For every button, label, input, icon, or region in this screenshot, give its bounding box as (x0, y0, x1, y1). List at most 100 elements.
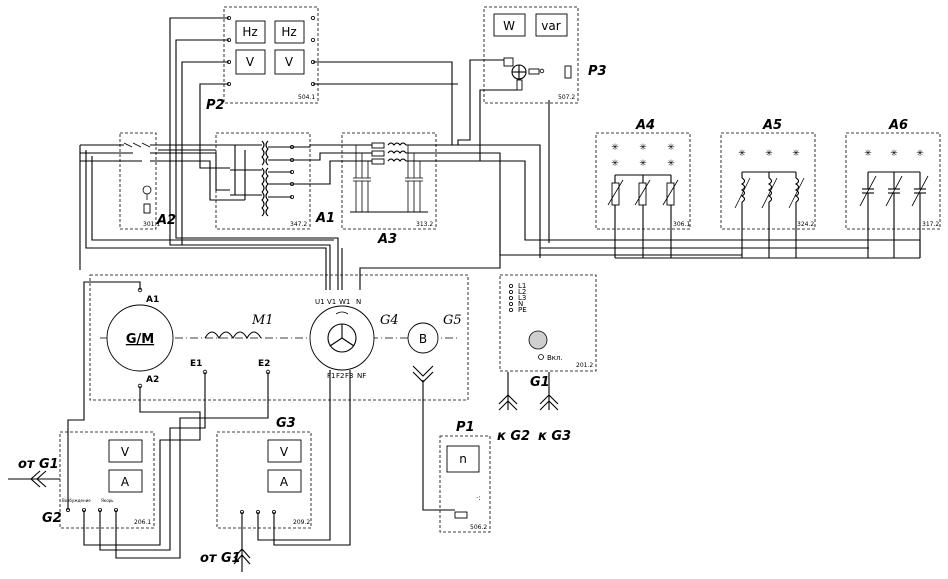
a2-module-frame (119, 132, 157, 230)
g1-power-button[interactable] (538, 354, 544, 360)
p2-meter-v-1-label: V (246, 55, 255, 69)
p3-module-frame (483, 6, 579, 104)
p1-code: 506.2 (470, 524, 487, 531)
g1-label: G1 (530, 375, 550, 390)
p2-code: 504.1 (298, 94, 315, 101)
svg-text:F2: F2 (336, 372, 344, 380)
p1-dots: ·: (476, 494, 481, 502)
g3-module-frame (216, 431, 312, 529)
svg-text:NF: NF (357, 372, 366, 380)
machine-set-frame (89, 274, 469, 401)
g4-label: G4 (380, 313, 399, 328)
p3-label: P3 (588, 64, 607, 79)
gm-terminal-e2: E2 (258, 359, 270, 369)
a1-label: A1 (315, 211, 335, 226)
a3-label: A3 (377, 232, 397, 247)
g3-meter-v-label: V (280, 445, 289, 459)
svg-text:L2: L2 (518, 288, 526, 296)
a6-code: 317.2 (922, 221, 939, 228)
a3-module-frame (341, 132, 437, 230)
p2-module-frame (223, 6, 319, 104)
g2-terms-left-label: Возбуждение (62, 498, 91, 503)
g3-meter-v (267, 439, 302, 463)
svg-text:PE: PE (518, 306, 527, 314)
p2-meter-hz-2-label: Hz (281, 25, 296, 39)
g3-input-connector (233, 512, 251, 572)
gm-machine-circle (106, 304, 174, 372)
a4-resistor-load-symbol: ✳ ✳ ✳ ✳ ✳ ✳ (607, 143, 679, 258)
svg-text:✳: ✳ (667, 143, 675, 153)
g1-connector-g2 (498, 372, 518, 411)
p1-socket (454, 511, 468, 519)
a6-module-frame (845, 132, 941, 230)
p2-meter-hz-1 (235, 20, 266, 44)
a5-label: A5 (762, 118, 782, 133)
g2-module-frame (59, 431, 155, 529)
g5-connector (412, 365, 434, 383)
p3-meter-w-label: W (503, 19, 515, 33)
a5-module-frame (720, 132, 816, 230)
g1-to-g2-label: к G2 (497, 429, 530, 444)
p1-module-frame (439, 435, 491, 533)
g2-terminals (66, 507, 119, 512)
svg-text:✳: ✳ (611, 143, 619, 153)
g2-meter-a (108, 469, 143, 493)
g1-code: 201.2 (576, 362, 593, 369)
svg-text:N: N (356, 298, 361, 306)
wiring (67, 17, 921, 559)
svg-text:✳: ✳ (738, 149, 746, 159)
p1-meter-n (446, 445, 480, 473)
p2-meter-v-2-label: V (285, 55, 294, 69)
g2-meter-v-label: V (121, 445, 130, 459)
a1-code: 347.2 (290, 221, 307, 228)
g1-knob[interactable] (528, 330, 548, 350)
a3-code: 313.2 (416, 221, 433, 228)
svg-text:✳: ✳ (890, 149, 898, 159)
p1-meter-n-label: n (459, 452, 467, 466)
p2-label: P2 (206, 98, 225, 113)
p3-meter-var-label: var (541, 19, 560, 33)
a4-label: A4 (635, 118, 655, 133)
m1-label: M1 (251, 313, 274, 328)
a2-code: 301.1 (143, 221, 160, 228)
svg-text:✳: ✳ (667, 159, 675, 169)
g3-meter-a (267, 469, 302, 493)
p2-meter-v-1 (235, 49, 266, 75)
g2-code: 206.1 (134, 519, 151, 526)
svg-text:N: N (518, 300, 523, 308)
m1-field-winding (204, 331, 262, 340)
svg-text:L3: L3 (518, 294, 526, 302)
g2-input-connector (8, 470, 60, 488)
a6-label: A6 (888, 118, 908, 133)
p3-meter-w (493, 13, 526, 37)
g4-rotation-arrow (335, 311, 349, 315)
svg-text:F1: F1 (327, 372, 335, 380)
svg-text:✳: ✳ (611, 159, 619, 169)
a5-inductive-load-symbol: ✳✳✳ (734, 149, 805, 258)
g5-sensor-circle (407, 322, 439, 354)
g3-label: G3 (276, 416, 296, 431)
gm-terminal-e1: E1 (190, 359, 202, 369)
g3-meter-a-label: A (280, 475, 289, 489)
a5-code: 324.2 (797, 221, 814, 228)
p2-meter-v-2 (274, 49, 305, 75)
svg-text:W1: W1 (339, 298, 350, 306)
svg-text:✳: ✳ (916, 149, 924, 159)
gm-machine-label: G/M (126, 332, 154, 347)
a2-label: A2 (156, 213, 176, 228)
a4-code: 306.1 (673, 221, 690, 228)
g4-top-terminals: U1 V1 W1 N (315, 298, 361, 306)
g3-code: 209.2 (293, 519, 310, 526)
svg-text:L1: L1 (518, 282, 526, 290)
gm-terminal-a1: A1 (146, 295, 159, 305)
p1-label: P1 (456, 420, 475, 435)
a2-switch-symbol (123, 142, 152, 214)
svg-text:✳: ✳ (639, 159, 647, 169)
svg-text:U1: U1 (315, 298, 325, 306)
svg-text:✳: ✳ (765, 149, 773, 159)
svg-text:✳: ✳ (639, 143, 647, 153)
g1-connector-g3 (539, 372, 559, 411)
a1-transformer-symbol (230, 140, 294, 217)
